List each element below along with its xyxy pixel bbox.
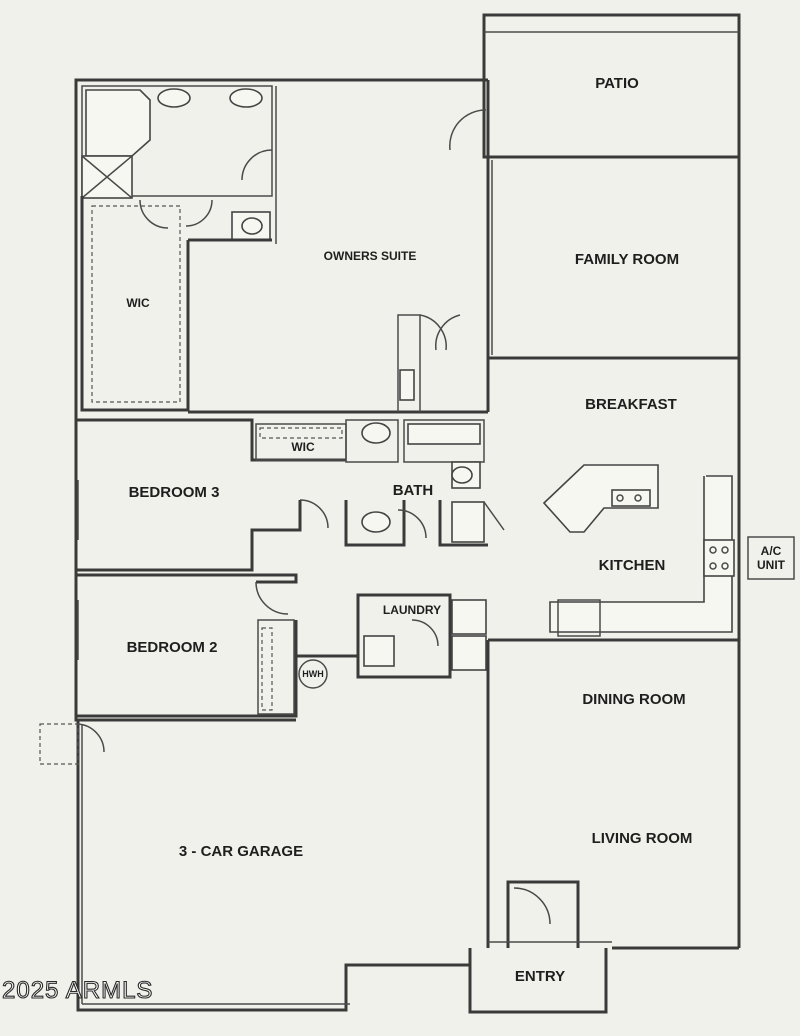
master-wic xyxy=(80,196,272,412)
label-kitchen: KITCHEN xyxy=(599,557,666,574)
kitchen xyxy=(488,464,795,642)
label-garage: 3 - CAR GARAGE xyxy=(179,843,303,860)
bedroom-2 xyxy=(76,573,298,718)
watermark: 2025 ARMLS xyxy=(2,977,153,1004)
label-entry: ENTRY xyxy=(515,968,565,985)
garage xyxy=(39,660,490,1005)
label-family-room: FAMILY ROOM xyxy=(575,251,679,268)
label-laundry: LAUNDRY xyxy=(383,603,441,617)
label-bedroom-2: BEDROOM 2 xyxy=(127,639,218,656)
hall-bath xyxy=(76,418,505,547)
label-dining-room: DINING ROOM xyxy=(582,691,685,708)
exterior-walls xyxy=(74,78,741,1012)
entry xyxy=(468,880,612,1014)
label-living-room: LIVING ROOM xyxy=(592,830,693,847)
label-hwh: HWH xyxy=(302,669,324,679)
owners-suite xyxy=(188,86,488,414)
label-ac-unit-1: A/C xyxy=(761,544,782,558)
label-wic-master: WIC xyxy=(126,296,150,310)
label-bath: BATH xyxy=(393,482,434,499)
laundry-room xyxy=(296,593,487,689)
master-bath xyxy=(81,85,273,241)
label-bedroom-3: BEDROOM 3 xyxy=(129,484,220,501)
label-patio: PATIO xyxy=(595,75,639,92)
bedroom-3 xyxy=(76,480,302,572)
label-wic-hall: WIC xyxy=(291,440,315,454)
label-breakfast: BREAKFAST xyxy=(585,396,677,413)
label-ac-unit-2: UNIT xyxy=(757,558,786,572)
label-owners-suite: OWNERS SUITE xyxy=(324,249,417,263)
